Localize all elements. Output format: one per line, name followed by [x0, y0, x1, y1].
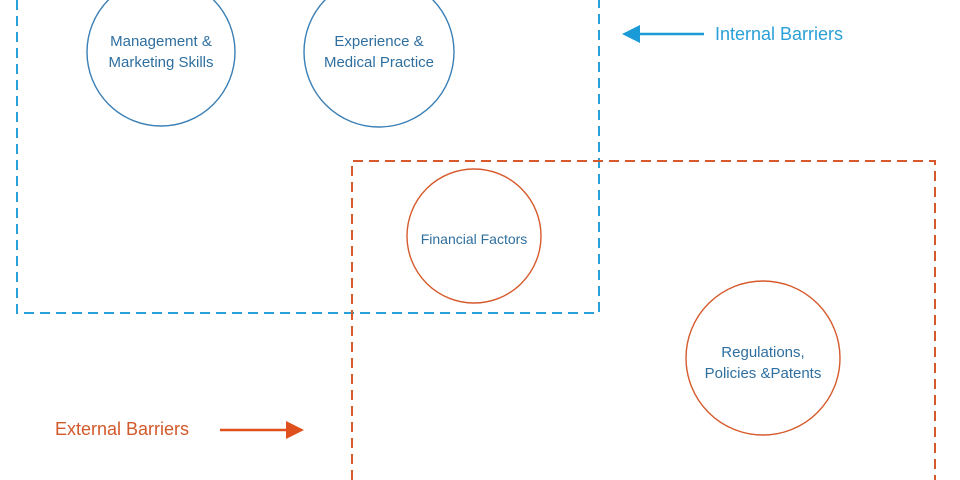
- circle-regulations-policies: Regulations, Policies &Patents: [685, 280, 841, 436]
- circle-financial-factors-line-1: Financial Factors: [421, 231, 528, 247]
- internal-barriers-label: Internal Barriers: [715, 24, 843, 44]
- circle-experience-medical: Experience & Medical Practice: [303, 0, 455, 128]
- circle-regulations-policies-line-2: Policies &Patents: [705, 365, 822, 382]
- circle-regulations-policies-line-1: Regulations,: [721, 344, 804, 361]
- circle-experience-medical-line-2: Medical Practice: [324, 54, 434, 71]
- external-barriers-arrow-icon: [220, 421, 304, 439]
- circle-management-marketing: Management & Marketing Skills: [86, 0, 236, 127]
- circle-management-marketing-line-1: Management &: [110, 33, 212, 50]
- external-barriers-region: [351, 160, 936, 480]
- internal-barriers-region: [16, 0, 600, 314]
- circle-financial-factors: Financial Factors: [406, 168, 542, 304]
- circle-management-marketing-line-2: Marketing Skills: [108, 54, 213, 71]
- external-barriers-label: External Barriers: [55, 419, 189, 439]
- circle-experience-medical-line-1: Experience &: [334, 33, 423, 50]
- internal-barriers-arrow-icon: [622, 25, 704, 43]
